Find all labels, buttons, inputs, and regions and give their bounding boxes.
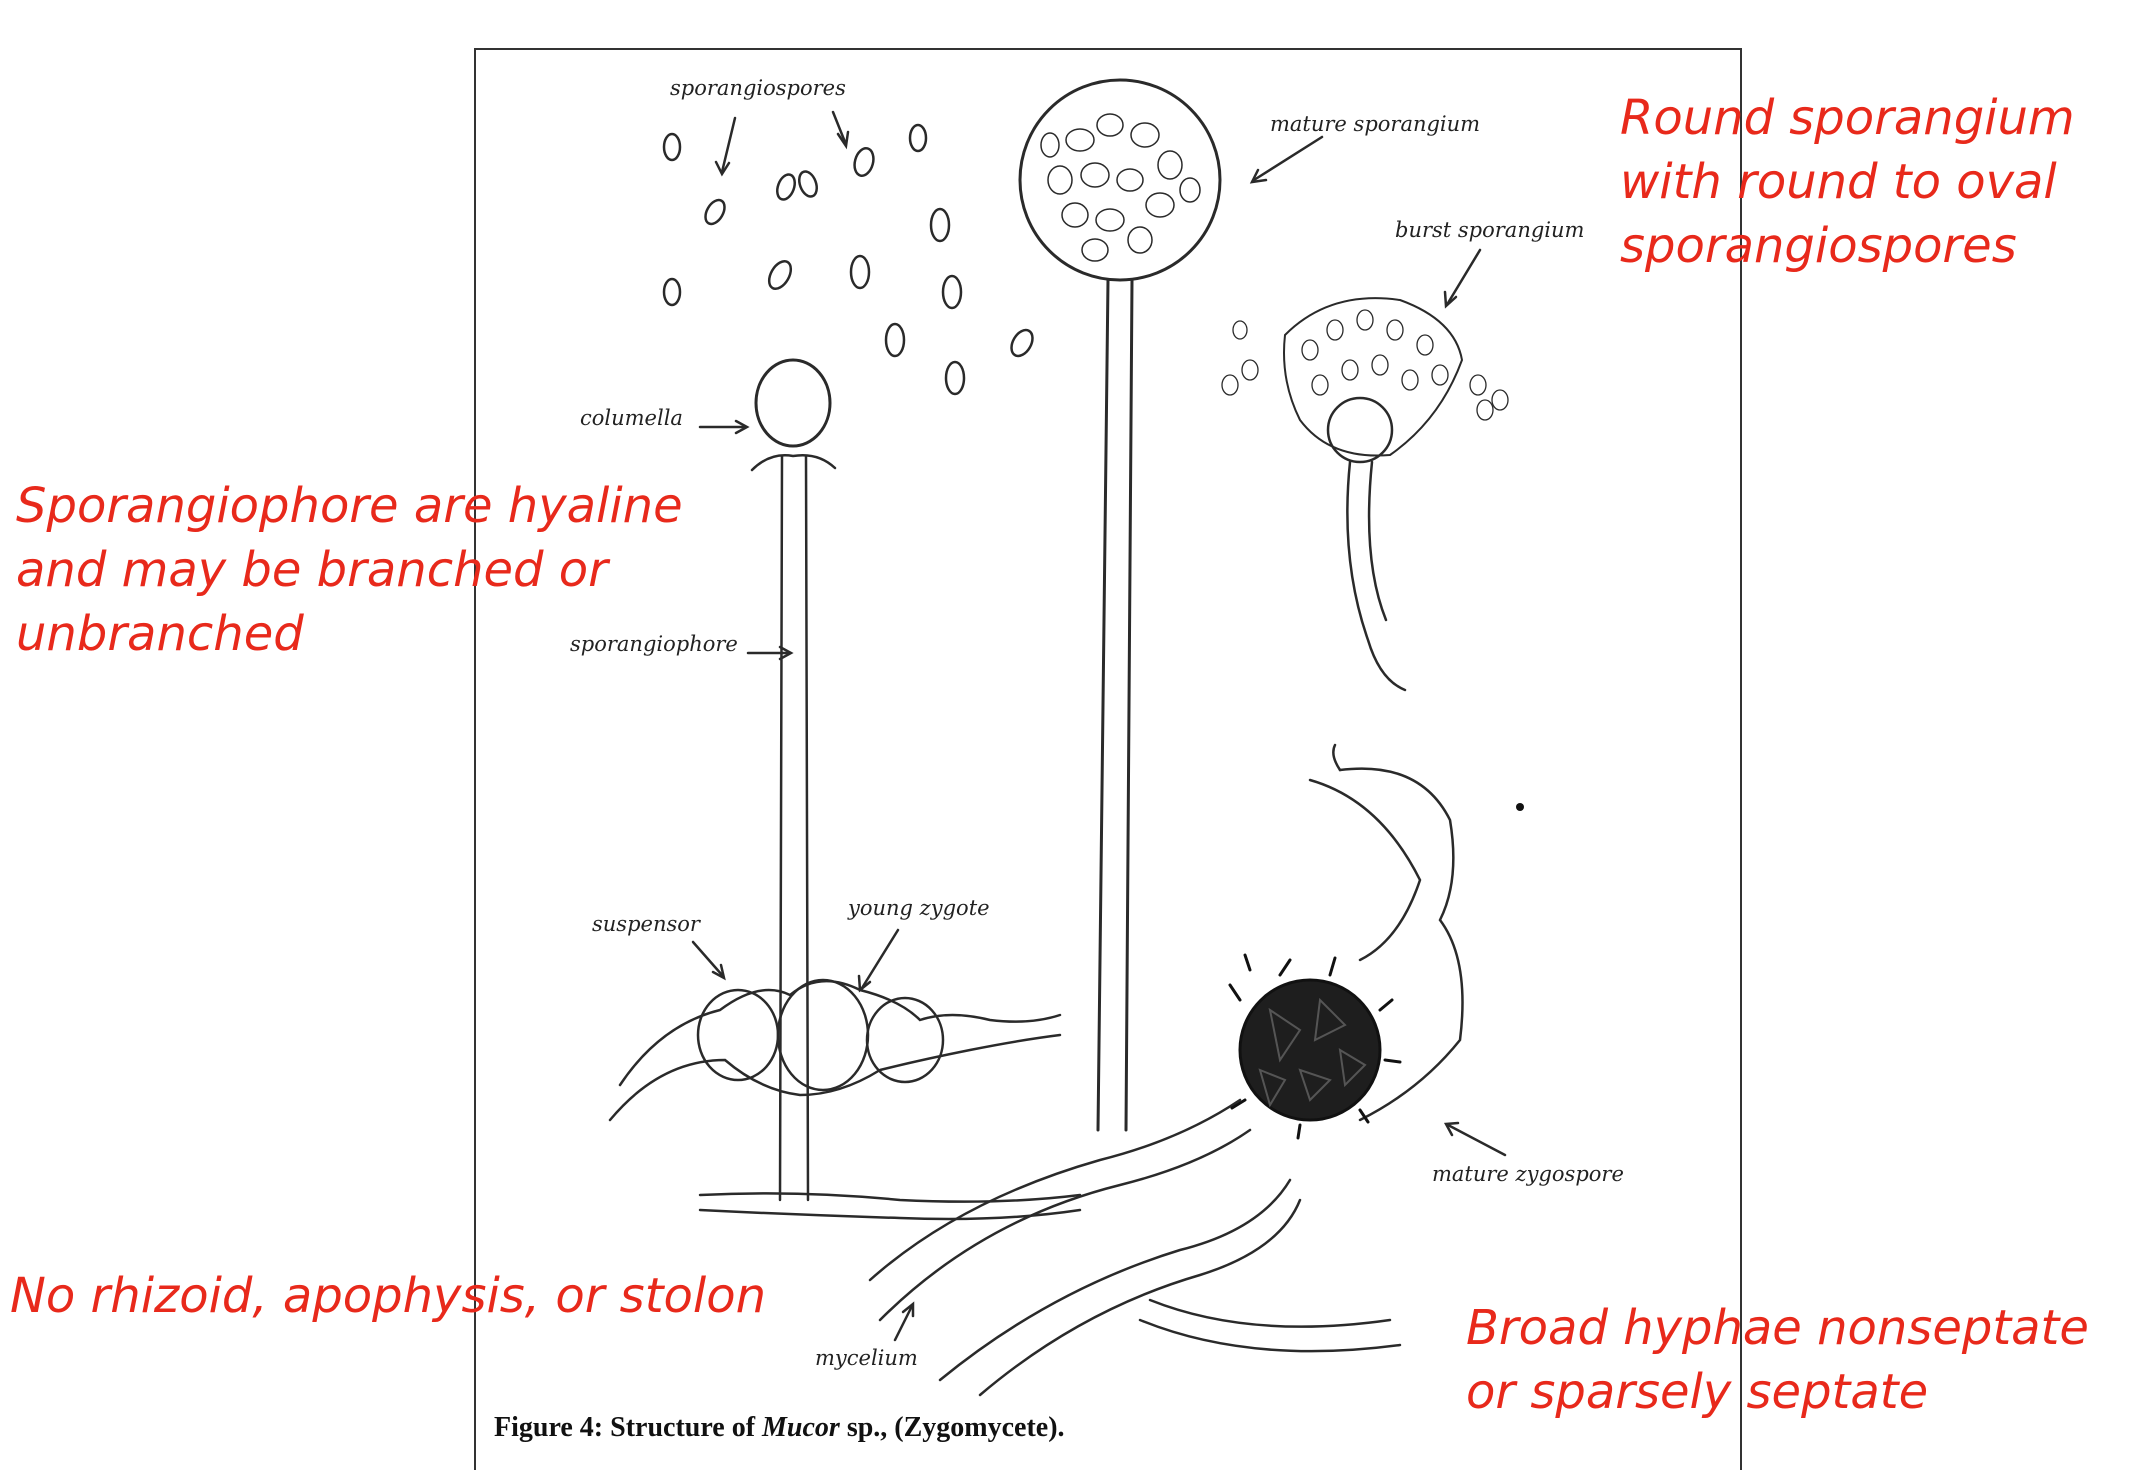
note-broad-hyphae: Broad hyphae nonseptate or sparsely sept…: [1466, 1296, 2089, 1424]
note-line: Sporangiophore are hyaline: [16, 478, 683, 534]
mature-zygospore-label: mature zygospore: [1432, 1162, 1624, 1186]
note-line: or sparsely septate: [1466, 1364, 1929, 1420]
figure-frame: [474, 48, 1742, 1470]
mature-sporangium-drawing: [1018, 78, 1222, 1132]
columella-drawing: [750, 358, 837, 1202]
caption-genus: Mucor: [762, 1412, 840, 1443]
note-line: and may be branched or: [16, 542, 608, 598]
mature-sporangium-label: mature sporangium: [1270, 112, 1481, 136]
caption-prefix: Figure 4: Structure of: [494, 1412, 756, 1443]
note-round-sporangium: Round sporangium with round to oval spor…: [1620, 86, 2075, 278]
burst-sporangium-label: burst sporangium: [1395, 218, 1585, 242]
burst-sporangium-drawing: [1221, 297, 1509, 692]
figure-caption: Figure 4: Structure of Mucor sp., (Zygom…: [494, 1412, 1065, 1444]
note-line: Round sporangium: [1620, 90, 2075, 146]
note-no-rhizoid: No rhizoid, apophysis, or stolon: [10, 1264, 766, 1328]
sporangiophore-label: sporangiophore: [570, 632, 738, 656]
caption-suffix: sp., (Zygomycete).: [846, 1412, 1065, 1443]
note-line: sporangiospores: [1620, 218, 2017, 274]
suspensor-label: suspensor: [592, 912, 700, 936]
young-zygote-drawing: [608, 978, 1062, 1122]
note-line: with round to oval: [1620, 154, 2057, 210]
columella-label: columella: [580, 406, 683, 430]
mycelium-label: mycelium: [815, 1346, 918, 1370]
note-line: Broad hyphae nonseptate: [1466, 1300, 2089, 1356]
young-zygote-label: young zygote: [848, 896, 990, 920]
sporangiospores-drawing: [662, 123, 1034, 396]
mature-zygospore-drawing: [1228, 743, 1464, 1140]
note-sporangiophore: Sporangiophore are hyaline and may be br…: [16, 474, 683, 666]
mycelium-drawing: [698, 1098, 1402, 1397]
sporangiospores-label: sporangiospores: [670, 76, 846, 100]
note-line: unbranched: [16, 606, 304, 662]
note-line: No rhizoid, apophysis, or stolon: [10, 1268, 766, 1324]
